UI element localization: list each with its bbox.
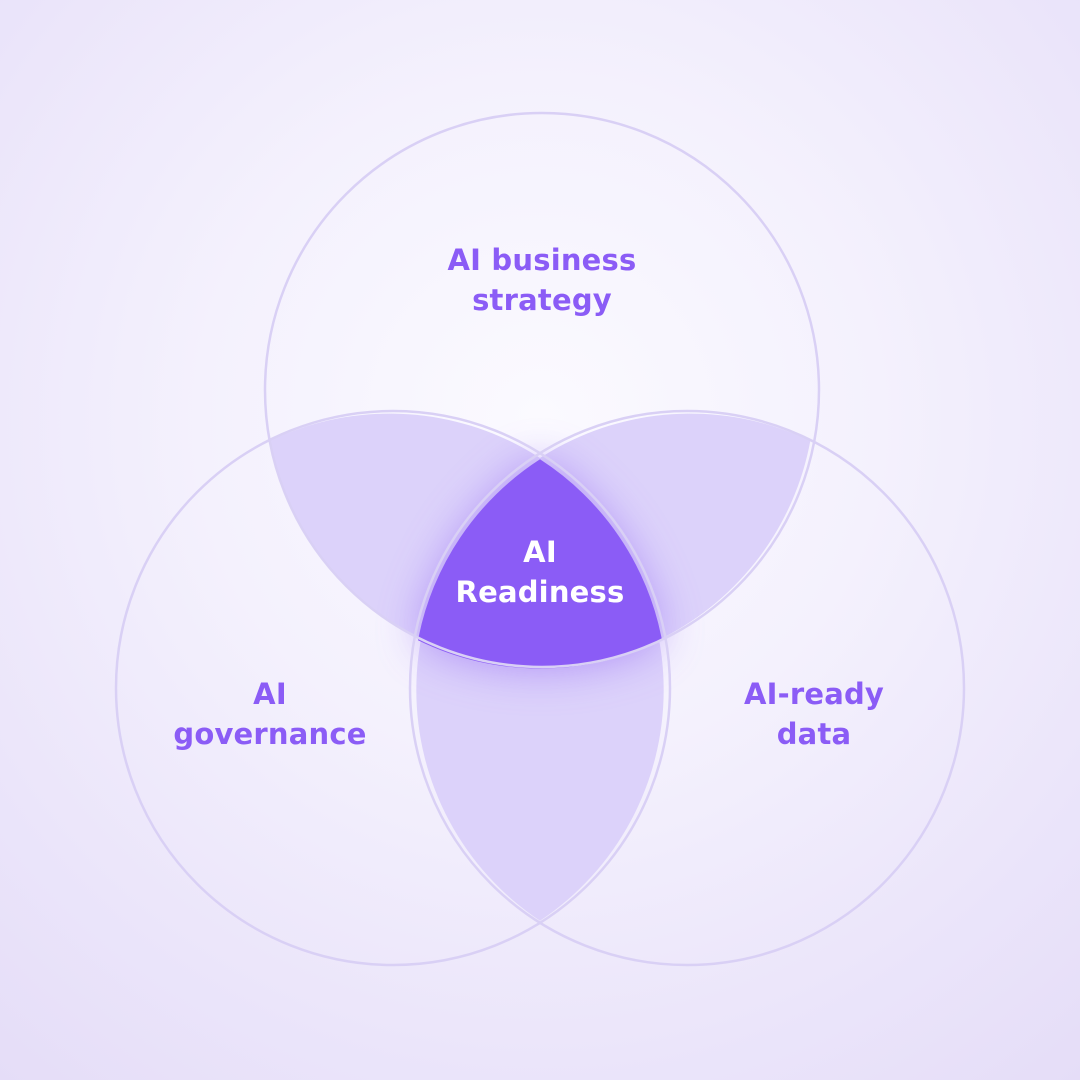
label-left-line2: governance bbox=[173, 717, 367, 751]
label-ai-governance: AI governance bbox=[120, 674, 420, 754]
label-ai-business-strategy: AI business strategy bbox=[392, 240, 692, 320]
label-center-line1: AI bbox=[523, 535, 557, 569]
label-ai-ready-data: AI-ready data bbox=[664, 674, 964, 754]
label-ai-readiness: AI Readiness bbox=[400, 532, 680, 612]
label-center-line2: Readiness bbox=[455, 575, 625, 609]
circle-ai-business-strategy bbox=[263, 111, 821, 669]
label-right-line1: AI-ready bbox=[743, 677, 885, 711]
center-overlap-ai-readiness bbox=[418, 459, 662, 669]
label-top-line1: AI business bbox=[447, 243, 637, 277]
label-left-line1: AI bbox=[253, 677, 287, 711]
circle-ai-governance bbox=[114, 409, 672, 967]
circle-ai-ready-data bbox=[408, 409, 966, 967]
label-right-line2: data bbox=[776, 717, 852, 751]
label-top-line2: strategy bbox=[472, 283, 612, 317]
